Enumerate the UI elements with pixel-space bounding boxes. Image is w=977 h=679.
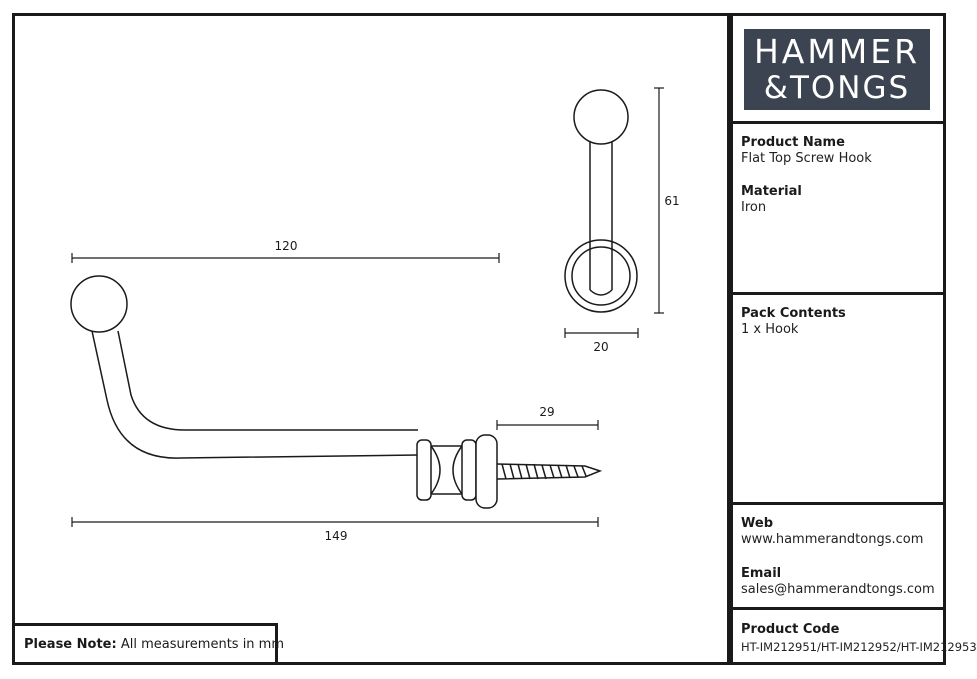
contact-panel: Web www.hammerandtongs.com Email sales@h… bbox=[733, 505, 946, 610]
product-name-value: Flat Top Screw Hook bbox=[741, 151, 872, 166]
note-label: Please Note: bbox=[24, 637, 117, 652]
dim-height-label: 61 bbox=[664, 194, 679, 208]
logo-panel: HAMMER &TONGS bbox=[733, 13, 946, 124]
pack-contents-value: 1 x Hook bbox=[741, 322, 799, 337]
dim-overall-length-label: 149 bbox=[325, 529, 348, 543]
note-text: All measurements in mm bbox=[120, 637, 285, 652]
product-name-label: Product Name bbox=[741, 135, 845, 150]
dim-screw-length-label: 29 bbox=[539, 405, 554, 419]
web-label: Web bbox=[741, 516, 773, 531]
pack-contents-label: Pack Contents bbox=[741, 306, 846, 321]
brand-logo: HAMMER &TONGS bbox=[744, 29, 930, 110]
dim-projection-label: 120 bbox=[275, 239, 298, 253]
pack-panel: Pack Contents 1 x Hook bbox=[733, 295, 946, 505]
material-label: Material bbox=[741, 184, 802, 199]
logo-line1: HAMMER bbox=[753, 32, 921, 71]
dim-width-label: 20 bbox=[593, 340, 608, 354]
measurement-note: Please Note: All measurements in mm bbox=[12, 623, 284, 665]
drawing-frame bbox=[12, 13, 946, 665]
code-panel: Product Code HT-IM212951/HT-IM212952/HT-… bbox=[733, 610, 977, 665]
email-link[interactable]: sales@hammerandtongs.com bbox=[741, 582, 935, 597]
product-code-value: HT-IM212951/HT-IM212952/HT-IM212953 bbox=[741, 640, 977, 654]
web-link[interactable]: www.hammerandtongs.com bbox=[741, 532, 924, 547]
dimension-lines bbox=[71, 87, 664, 527]
logo-line2: &TONGS bbox=[763, 70, 911, 106]
email-label: Email bbox=[741, 566, 782, 581]
hook-front-view bbox=[564, 89, 638, 313]
product-panel: Product Name Flat Top Screw Hook Materia… bbox=[733, 124, 946, 295]
material-value: Iron bbox=[741, 200, 767, 215]
hook-side-view bbox=[70, 275, 603, 509]
product-code-label: Product Code bbox=[741, 622, 840, 637]
panel-divider bbox=[727, 13, 733, 665]
